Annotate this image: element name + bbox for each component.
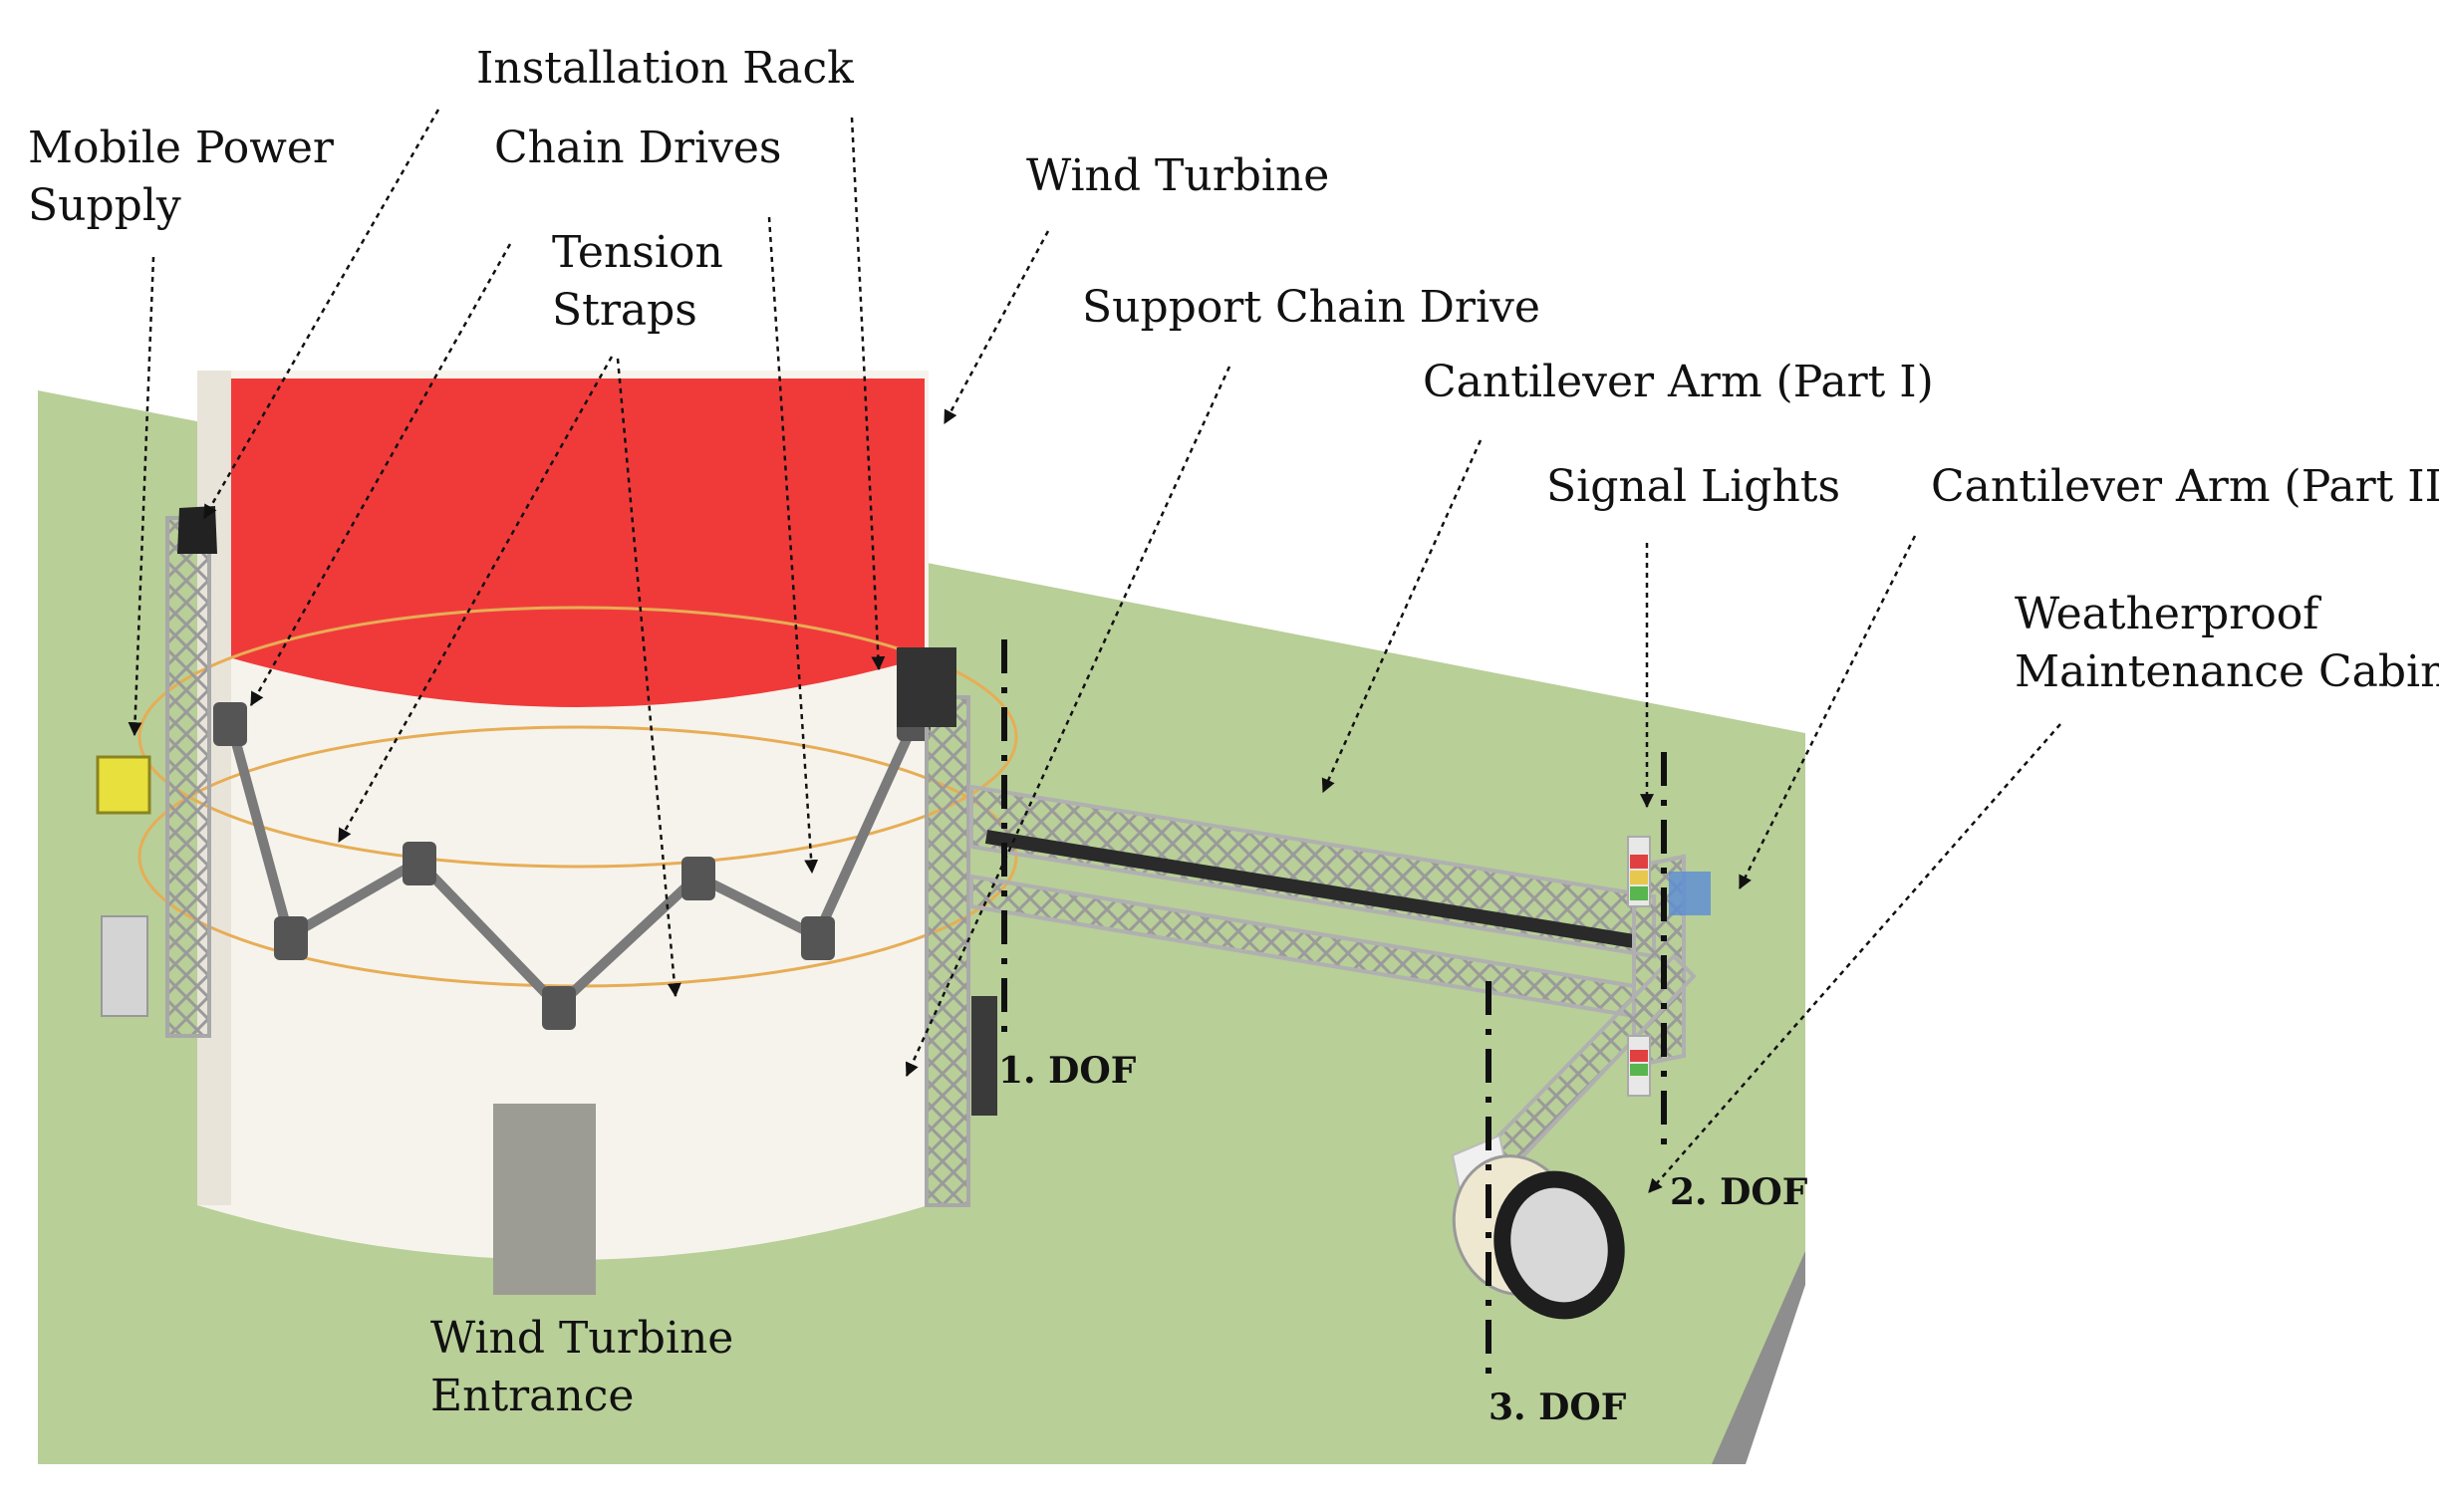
- label-installation-rack: Installation Rack: [476, 43, 854, 94]
- label-dof-1: 1. DOF: [998, 1050, 1137, 1092]
- label-chain-drives: Chain Drives: [494, 123, 782, 173]
- label-weatherproof-cabin-line-2: Maintenance Cabin: [2015, 646, 2439, 697]
- label-cantilever-arm-part-2: Cantilever Arm (Part II): [1931, 461, 2439, 512]
- label-dof-2: 2. DOF: [1670, 1171, 1808, 1213]
- label-support-chain-drive: Support Chain Drive: [1082, 282, 1540, 333]
- label-tension-straps-line-1: Tension: [552, 227, 723, 278]
- wind-turbine-tower: [197, 371, 929, 1295]
- wind-turbine-entrance-door: [493, 1104, 596, 1295]
- label-wind-turbine-entrance-line-1: Wind Turbine: [430, 1313, 734, 1364]
- installation-rack-left: [165, 506, 217, 1038]
- label-cantilever-arm-part-1: Cantilever Arm (Part I): [1423, 357, 1934, 407]
- label-mobile-power-supply-line-1: Mobile Power: [28, 123, 334, 173]
- label-tension-straps-line-2: Straps: [552, 285, 697, 336]
- label-wind-turbine: Wind Turbine: [1026, 150, 1330, 201]
- label-mobile-power-supply-line-2: Supply: [28, 180, 181, 231]
- label-weatherproof-cabin-line-1: Weatherproof: [2015, 589, 2319, 639]
- weatherproof-maintenance-cabin: [1451, 1134, 1625, 1320]
- signal-lights: [1627, 836, 1711, 1097]
- leader-arrows: [128, 109, 2061, 1193]
- installation-rack-right: [897, 647, 997, 1207]
- label-wind-turbine-entrance-line-2: Entrance: [430, 1371, 635, 1421]
- label-signal-lights: Signal Lights: [1546, 461, 1841, 512]
- cantilever-arm: [969, 784, 1697, 1168]
- mobile-power-supply: [96, 755, 151, 1017]
- chain-drive-zigzag: [213, 697, 931, 1030]
- label-dof-3: 3. DOF: [1489, 1386, 1627, 1428]
